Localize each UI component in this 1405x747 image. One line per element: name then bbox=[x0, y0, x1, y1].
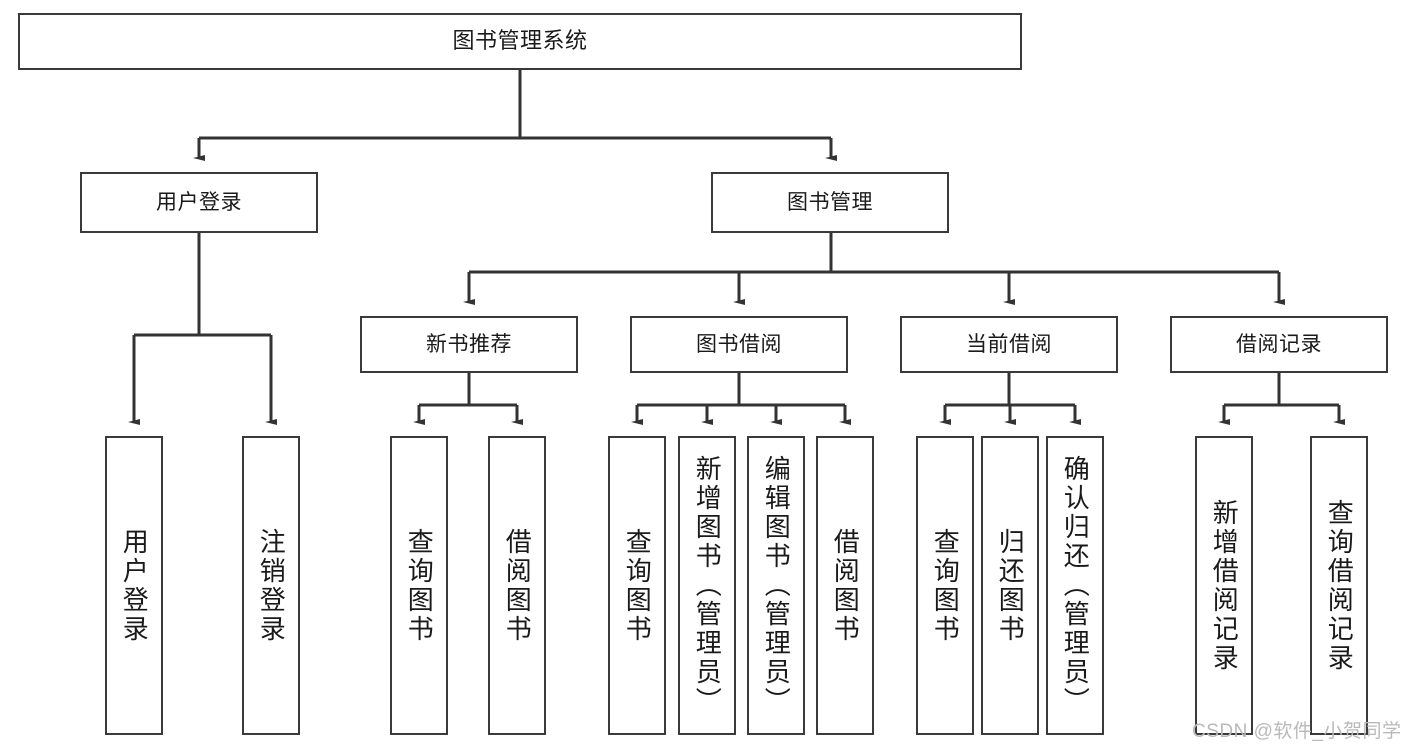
node-label: 查询图书 bbox=[622, 527, 653, 644]
leaf-new-book-query[interactable]: 查询图书 bbox=[390, 436, 448, 735]
node-label: 图书借阅 bbox=[696, 332, 782, 356]
leaf-user-login-logout[interactable]: 注销登录 bbox=[242, 436, 300, 735]
node-label: 注销登录 bbox=[256, 527, 287, 644]
node-label: 借阅图书 bbox=[502, 527, 533, 644]
node-current-borrow[interactable]: 当前借阅 bbox=[900, 316, 1118, 373]
leaf-book-borrow-edit[interactable]: 编辑图书（管理员） bbox=[747, 436, 805, 735]
node-label: 借阅记录 bbox=[1236, 332, 1322, 356]
node-label: 新书推荐 bbox=[426, 332, 512, 356]
node-book-management[interactable]: 图书管理 bbox=[711, 172, 949, 233]
leaf-current-borrow-confirm[interactable]: 确认归还（管理员） bbox=[1046, 436, 1104, 735]
node-label: 用户登录 bbox=[119, 527, 150, 644]
node-label: 图书管理系统 bbox=[452, 28, 588, 54]
node-label: 新增图书（管理员） bbox=[692, 455, 723, 716]
node-new-book-recommend[interactable]: 新书推荐 bbox=[360, 316, 578, 373]
node-label: 当前借阅 bbox=[966, 332, 1052, 356]
node-label: 查询图书 bbox=[404, 527, 435, 644]
leaf-book-borrow-borrow[interactable]: 借阅图书 bbox=[816, 436, 874, 735]
node-label: 查询借阅记录 bbox=[1324, 498, 1355, 673]
node-label: 图书管理 bbox=[787, 190, 873, 214]
node-label: 借阅图书 bbox=[830, 527, 861, 644]
leaf-current-borrow-return[interactable]: 归还图书 bbox=[981, 436, 1039, 735]
node-label: 查询图书 bbox=[930, 527, 961, 644]
node-user-login[interactable]: 用户登录 bbox=[80, 172, 318, 233]
leaf-current-borrow-query[interactable]: 查询图书 bbox=[916, 436, 974, 735]
watermark: CSDN @软件_小贺同学 bbox=[1192, 721, 1402, 742]
node-label: 新增借阅记录 bbox=[1209, 498, 1240, 673]
leaf-borrow-records-add[interactable]: 新增借阅记录 bbox=[1195, 436, 1253, 735]
node-label: 归还图书 bbox=[995, 527, 1026, 644]
node-root-system[interactable]: 图书管理系统 bbox=[18, 13, 1022, 70]
node-book-borrow[interactable]: 图书借阅 bbox=[630, 316, 848, 373]
node-borrow-records[interactable]: 借阅记录 bbox=[1170, 316, 1388, 373]
leaf-user-login-login[interactable]: 用户登录 bbox=[105, 436, 163, 735]
leaf-book-borrow-add[interactable]: 新增图书（管理员） bbox=[678, 436, 736, 735]
node-label: 编辑图书（管理员） bbox=[761, 455, 792, 716]
leaf-new-book-borrow[interactable]: 借阅图书 bbox=[488, 436, 546, 735]
node-label: 用户登录 bbox=[156, 190, 242, 214]
leaf-borrow-records-query[interactable]: 查询借阅记录 bbox=[1310, 436, 1368, 735]
node-label: 确认归还（管理员） bbox=[1060, 455, 1091, 716]
leaf-book-borrow-query[interactable]: 查询图书 bbox=[608, 436, 666, 735]
